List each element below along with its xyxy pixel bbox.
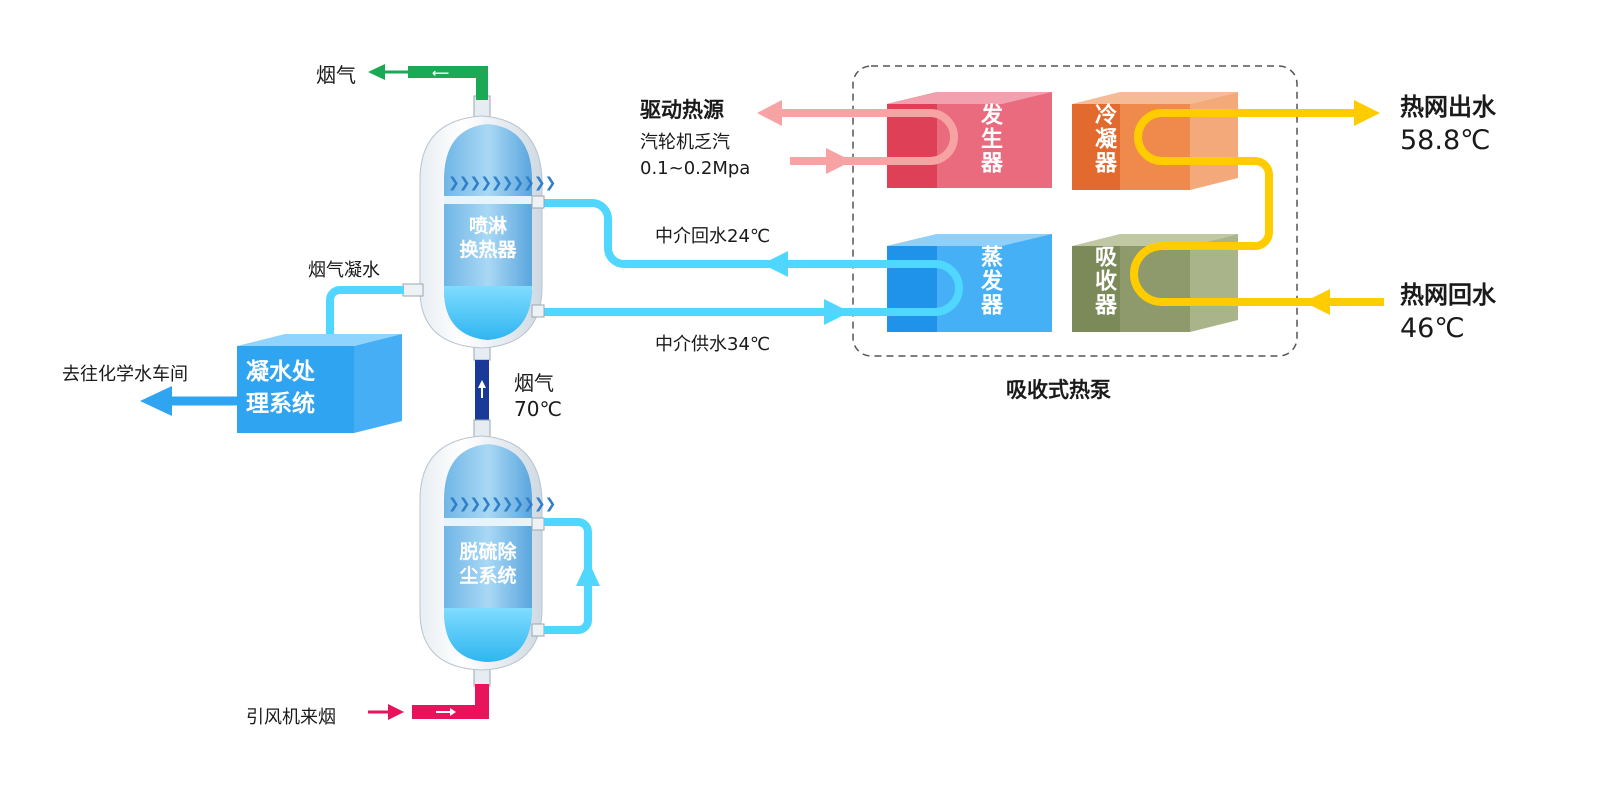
drive-heat-source-label: 驱动热源 (640, 98, 724, 122)
induced-fan-label: 引风机来烟 (246, 707, 336, 728)
network-supply-arrow (1354, 100, 1380, 126)
network-supply-label: 热网出水 58.8℃ (1400, 93, 1496, 156)
condenser-label: 冷凝器 (1091, 103, 1116, 175)
evaporator-unit (887, 234, 1052, 332)
desulfurization-loop-arrow (576, 560, 600, 586)
heat-pump-boundary (852, 65, 1298, 357)
spray-exchanger-vessel: ❯❯❯❯❯❯❯❯❯❯ (402, 95, 556, 361)
svg-text:❯❯❯❯❯❯❯❯❯❯: ❯❯❯❯❯❯❯❯❯❯ (448, 175, 555, 191)
absorber-label: 吸收器 (1091, 245, 1116, 317)
generator-unit (887, 92, 1052, 188)
medium-supply-label: 中介供水34℃ (655, 334, 771, 355)
desulfurization-vessel: ❯❯❯❯❯❯❯❯❯❯ (419, 419, 556, 687)
generator-label: 发生器 (977, 103, 1002, 175)
svg-text:⟵: ⟵ (432, 66, 449, 80)
induced-fan-arrow (388, 704, 404, 720)
medium-return-arrow (762, 251, 788, 277)
flue-gas-condensate-label: 烟气凝水 (308, 260, 380, 281)
medium-return-label: 中介回水24℃ (655, 226, 771, 247)
network-return-arrow (1304, 289, 1330, 315)
network-return-label: 热网回水 46℃ (1400, 281, 1496, 344)
drive-heat-loop (766, 109, 958, 165)
drive-heat-out-arrow (757, 100, 782, 126)
medium-supply-arrow (824, 299, 850, 325)
desulfurization-label: 脱硫除尘系统 (459, 541, 517, 587)
condensate-treatment-unit (237, 334, 402, 433)
condensate-pipe (326, 286, 404, 336)
steam-in-arrow (826, 148, 852, 174)
flue-gas-outlet-pipe (408, 66, 488, 100)
to-chem-arrow (140, 386, 172, 416)
absorber-unit (1072, 234, 1238, 332)
heat-pump-title: 吸收式热泵 (1006, 378, 1111, 402)
flue-gas-outlet-arrow (368, 64, 385, 80)
to-chem-workshop-label: 去往化学水车间 (62, 364, 188, 385)
network-water-loop (1130, 109, 1364, 306)
spray-exchanger-label: 喷淋换热器 (459, 215, 517, 261)
evaporator-label: 蒸发器 (977, 245, 1002, 317)
condensate-treatment-label: 凝水处理系统 (246, 359, 315, 417)
induced-fan-pipe (412, 684, 489, 719)
flue-gas-out-label: 烟气 (316, 63, 356, 87)
svg-text:❯❯❯❯❯❯❯❯❯❯: ❯❯❯❯❯❯❯❯❯❯ (448, 496, 555, 512)
